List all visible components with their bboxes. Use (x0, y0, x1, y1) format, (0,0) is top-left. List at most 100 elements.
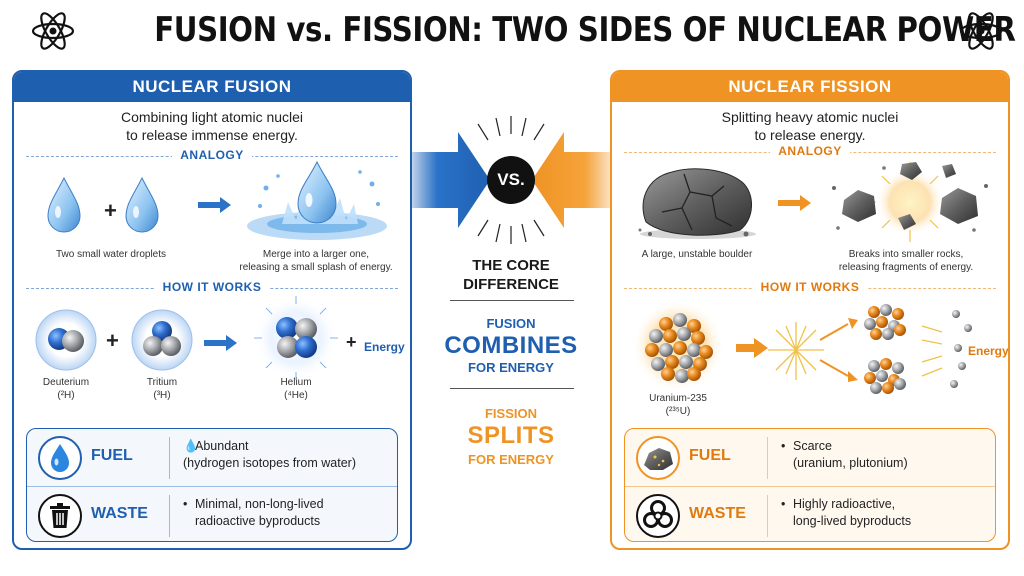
fission-analogy-right-caption: Breaks into smaller rocks, releasing fra… (808, 248, 1004, 274)
arrow-right-icon (198, 197, 231, 213)
fusion-subtitle: Combining light atomic nuclei to release… (14, 108, 410, 144)
fusion-summary-box: FUEL 💧Abundant (hydrogen isotopes from w… (26, 428, 398, 542)
plus-sign: + (106, 328, 119, 353)
fission-waste-row: WASTE • Highly radioactive, long-lived by… (625, 486, 995, 543)
fusion-analogy-right-caption: Merge into a larger one, releasing a sma… (224, 248, 408, 274)
fission-fuel-row: FUEL • Scarce (uranium, plutonium) (625, 429, 995, 486)
fusion-fuel-row: FUEL 💧Abundant (hydrogen isotopes from w… (27, 429, 397, 486)
helium-caption: Helium (⁴He) (248, 376, 344, 402)
core-fusion-for-energy: FOR ENERGY (468, 360, 554, 375)
fusion-waste-label: WASTE (91, 505, 148, 522)
core-fusion-combines: COMBINES (444, 332, 578, 359)
fission-summary-box: FUEL • Scarce (uranium, plutonium) WASTE … (624, 428, 996, 542)
fusion-waste-line1: Minimal, non-long-lived (195, 497, 324, 511)
fusion-subtitle-line1: Combining light atomic nuclei (120, 109, 304, 125)
vs-burst-graphic (412, 116, 610, 244)
fusion-energy-label: Energy (364, 340, 405, 354)
tritium-symbol: (³H) (153, 390, 171, 401)
fusion-analogy-right-line2: releasing a small splash of energy. (239, 262, 393, 273)
fusion-waste-row: WASTE • Minimal, non-long-lived radioacti… (27, 486, 397, 543)
fission-analogy-right-line2: releasing fragments of energy. (838, 262, 974, 273)
deuterium-nucleus-icon (35, 309, 97, 371)
fission-subtitle: Splitting heavy atomic nuclei to release… (612, 108, 1008, 144)
bullet-dot: • (183, 497, 188, 511)
core-difference-title: THE CORE DIFFERENCE (412, 256, 610, 294)
fission-energy-label: Energy (968, 344, 1009, 358)
fusion-fuel-text: 💧Abundant (hydrogen isotopes from water) (183, 438, 393, 472)
fission-waste-text: • Highly radioactive, long-lived byproduc… (781, 496, 991, 530)
fission-fuel-text: • Scarce (uranium, plutonium) (781, 438, 991, 472)
deuterium-caption: Deuterium (²H) (18, 376, 114, 402)
arrow-right-icon (778, 195, 811, 211)
fission-fuel-line2: (uranium, plutonium) (793, 456, 908, 470)
two-droplets-icon: + (47, 176, 159, 233)
fission-analogy-section: ANALOGY (624, 144, 996, 160)
broken-rocks-icon (832, 162, 988, 242)
core-title-line2: DIFFERENCE (463, 276, 559, 293)
fusion-subtitle-line2: to release immense energy. (126, 127, 298, 143)
uranium-caption: Uranium-235 (²³⁵U) (628, 392, 728, 418)
fusion-analogy-left-caption: Two small water droplets (55, 249, 167, 260)
core-difference-column: VS. THE CORE DIFFERENCE FUSION COMBINES … (412, 70, 610, 550)
fission-waste-line2: long-lived byproducts (793, 514, 912, 528)
fission-panel: NUCLEAR FISSION Splitting heavy atomic n… (610, 70, 1010, 550)
trash-can-icon (38, 494, 82, 538)
helium-label: Helium (280, 377, 312, 388)
fusion-header: NUCLEAR FUSION (14, 72, 410, 102)
water-splash-icon (247, 160, 387, 240)
uranium-symbol: (²³⁵U) (665, 406, 691, 417)
atom-icon (959, 12, 1003, 50)
fission-waste-line1: Highly radioactive, (793, 497, 896, 511)
uranium-label: Uranium-235 (649, 393, 707, 404)
vs-badge: VS. (497, 170, 525, 189)
core-fission-for-energy: FOR ENERGY (468, 452, 554, 467)
plus-sign: + (346, 332, 357, 352)
fusion-fuel-label: FUEL (91, 447, 133, 464)
fusion-waste-text: • Minimal, non-long-lived radioactive byp… (183, 496, 393, 530)
fusion-analogy-section: ANALOGY (26, 148, 398, 164)
core-fission-label: FISSION (484, 406, 537, 421)
fusion-analogy-right-line1: Merge into a larger one, (262, 249, 370, 260)
fusion-panel: NUCLEAR FUSION Combining light atomic nu… (12, 70, 412, 550)
fusion-how-section: HOW IT WORKS (26, 280, 398, 296)
arrow-right-icon (204, 335, 237, 351)
fission-analogy-left-caption: A large, unstable boulder (641, 249, 753, 260)
tritium-caption: Tritium (³H) (114, 376, 210, 402)
helium-nucleus-icon (254, 296, 338, 380)
uranium-nucleus-icon (632, 300, 724, 392)
fission-products-graphic (736, 304, 972, 394)
fission-how-section: HOW IT WORKS (624, 280, 996, 296)
deuterium-symbol: (²H) (57, 390, 75, 401)
bullet-dot: • (781, 439, 786, 453)
title-bar: FUSION vs. FISSION: TWO SIDES OF NUCLEAR… (0, 0, 1024, 62)
divider (450, 388, 574, 389)
fission-fuel-label: FUEL (689, 447, 731, 464)
fission-fuel-line1: Scarce (793, 439, 832, 453)
fission-header: NUCLEAR FISSION (612, 72, 1008, 102)
fusion-fuel-line2: (hydrogen isotopes from water) (183, 456, 356, 470)
water-drop-icon (38, 436, 82, 480)
fusion-fuel-line1: Abundant (195, 439, 249, 453)
fission-how-label: HOW IT WORKS (752, 280, 868, 294)
bullet-dot: • (781, 497, 786, 511)
fusion-how-label: HOW IT WORKS (154, 280, 270, 294)
bullet-drop-icon: 💧 (183, 439, 199, 453)
deuterium-label: Deuterium (42, 377, 90, 388)
tritium-nucleus-icon (131, 309, 193, 371)
page-title: FUSION vs. FISSION: TWO SIDES OF NUCLEAR… (154, 10, 1016, 50)
fission-waste-label: WASTE (689, 505, 746, 522)
tritium-label: Tritium (146, 377, 178, 388)
core-fusion-label: FUSION (486, 316, 536, 331)
fusion-analogy-label: ANALOGY (172, 148, 252, 162)
fusion-waste-line2: radioactive byproducts (195, 514, 321, 528)
atom-icon (31, 12, 75, 50)
divider (450, 300, 574, 301)
helium-symbol: (⁴He) (284, 390, 308, 401)
fission-analogy-label: ANALOGY (770, 144, 850, 158)
fission-subtitle-line1: Splitting heavy atomic nuclei (721, 109, 899, 125)
svg-text:+: + (104, 198, 117, 223)
fission-analogy-right-line1: Breaks into smaller rocks, (848, 249, 964, 260)
core-fission-splits: SPLITS (467, 422, 555, 449)
biohazard-icon (636, 494, 680, 538)
boulder-icon (638, 168, 756, 239)
